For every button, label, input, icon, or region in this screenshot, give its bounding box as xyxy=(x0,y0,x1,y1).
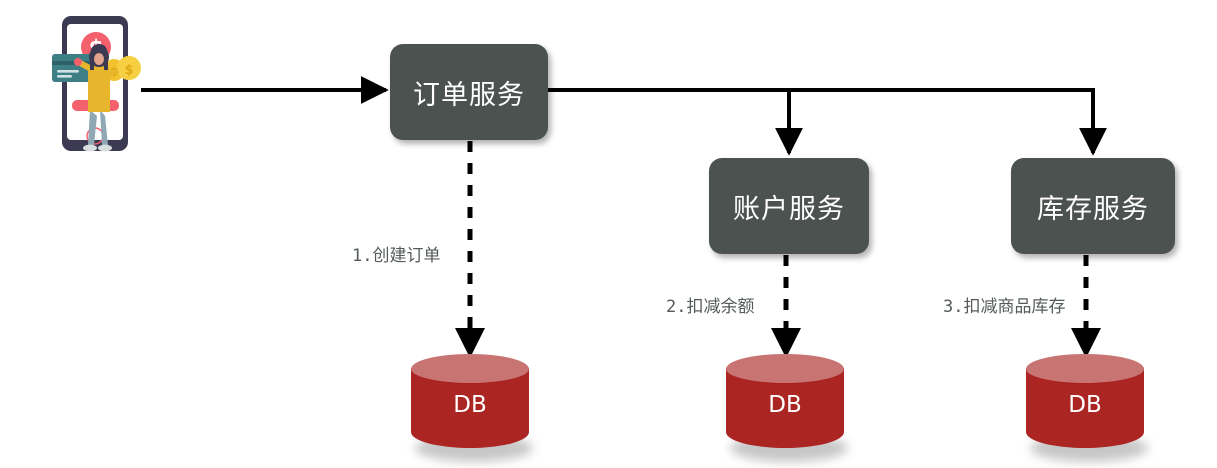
database-node-order-label: DB xyxy=(453,392,487,418)
database-node-account[interactable]: DB xyxy=(726,354,848,462)
edge-label-deduct-stock: 3.扣减商品库存 xyxy=(943,297,1066,317)
svg-text:$: $ xyxy=(124,63,133,78)
database-node-order[interactable]: DB xyxy=(411,354,533,462)
database-cylinder-top xyxy=(411,354,529,384)
database-node-account-label: DB xyxy=(768,392,802,418)
service-node-stock[interactable]: 库存服务 xyxy=(1011,158,1175,254)
service-node-account[interactable]: 账户服务 xyxy=(709,158,869,254)
person-figure-icon xyxy=(74,44,119,152)
database-cylinder-top xyxy=(1026,354,1144,384)
service-node-stock-label: 库存服务 xyxy=(1037,193,1149,225)
service-node-order-label: 订单服务 xyxy=(413,79,525,111)
database-cylinder-top xyxy=(726,354,844,384)
edge-label-deduct-balance: 2.扣减余额 xyxy=(666,297,755,317)
service-node-account-label: 账户服务 xyxy=(733,193,845,225)
service-node-order[interactable]: 订单服务 xyxy=(390,44,548,140)
user-mobile-payment-illustration: $ $ $ xyxy=(52,16,141,152)
database-node-stock-label: DB xyxy=(1068,392,1102,418)
edge-label-create-order: 1.创建订单 xyxy=(352,246,441,266)
coin-icon-2 xyxy=(117,56,141,80)
database-node-stock[interactable]: DB xyxy=(1026,354,1148,462)
